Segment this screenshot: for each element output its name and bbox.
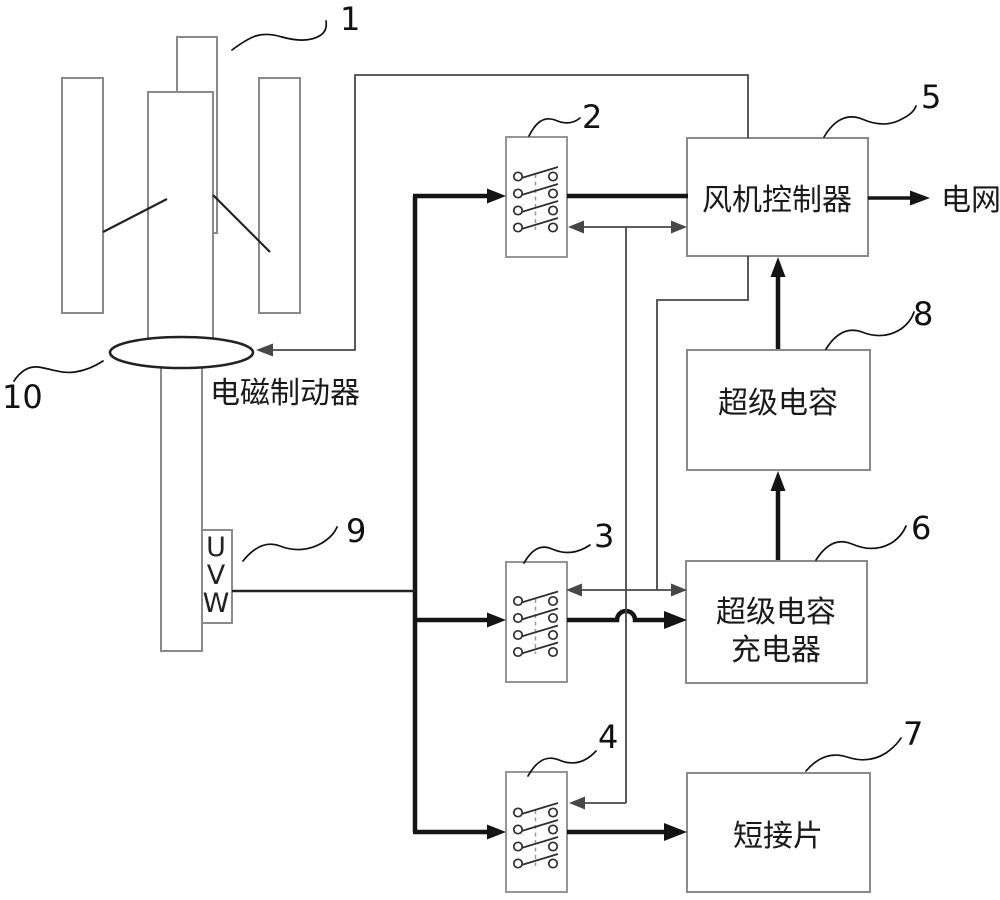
switch-2-contacts [512, 166, 559, 233]
arrowhead-into-switch3 [487, 612, 506, 628]
arrowhead-into-switch4-right [569, 796, 585, 810]
supercap-charger-label-line1: 超级电容 [716, 595, 836, 630]
terminal-u-label: U [206, 532, 226, 563]
leader-1 [231, 20, 328, 51]
supercap-charger-label-line2: 充电器 [731, 633, 821, 668]
switch3-to-charger-line-with-hop [567, 608, 665, 623]
turbine-blade-left [61, 77, 104, 314]
terminal-w-label: W [203, 588, 230, 619]
controller-bottom-control-line [656, 256, 749, 590]
leader-7 [805, 737, 902, 772]
arrowhead-into-switch3-right [566, 583, 582, 597]
switch-3-contacts [512, 590, 559, 658]
supercap-charger-box [685, 560, 868, 684]
leader-3 [523, 544, 591, 564]
ref-label-8: 8 [913, 295, 933, 333]
switch-2 [505, 136, 568, 258]
arrowhead-to-grid [910, 190, 930, 206]
arrowhead-into-controller-left [671, 220, 687, 234]
uvw-box [201, 529, 233, 624]
ref-label-5: 5 [921, 78, 941, 116]
supercapacitor-box [686, 349, 871, 471]
leader-10 [13, 360, 104, 382]
leader-6 [815, 525, 907, 561]
turbine-mast [147, 91, 214, 345]
arrowhead-into-shorting-strip [664, 823, 687, 841]
arrowhead-into-switch2-right [568, 220, 584, 234]
brake-disc-ellipse [108, 335, 255, 370]
ref-label-6: 6 [911, 509, 931, 547]
leader-5 [823, 105, 917, 138]
turbine-blade-right [258, 77, 301, 314]
ref-label-1: 1 [340, 0, 360, 38]
control-lines [256, 74, 749, 810]
arrowhead-into-switch4 [487, 824, 506, 840]
arrowhead-into-charger [664, 611, 687, 629]
fan-controller: 风机控制器 [686, 137, 869, 257]
terminal-v-label: V [207, 560, 226, 591]
shorting-strip-box [686, 772, 871, 893]
switch-4 [505, 771, 568, 893]
controller-to-brake-line [272, 74, 749, 351]
power-lines [232, 188, 930, 841]
ref-labels: 1 2 3 4 5 6 7 8 9 10 [2, 0, 941, 756]
wind-turbine [61, 36, 301, 345]
shorting-strip: 短接片 [686, 772, 871, 893]
arrowhead-into-switch2 [487, 188, 506, 204]
switch-3-box [505, 561, 568, 683]
supercapacitor-label: 超级电容 [718, 386, 838, 421]
grid-label: 电网 [941, 183, 1000, 218]
arrowhead-into-charger-left [671, 583, 687, 597]
supercapacitor: 超级电容 [686, 349, 871, 471]
turbine-shaft [160, 361, 203, 652]
leader-9 [242, 526, 338, 562]
shorting-strip-label: 短接片 [733, 819, 823, 854]
fan-controller-box [686, 137, 869, 257]
leader-8 [825, 311, 915, 350]
turbine-strut-right [212, 194, 271, 253]
ref-label-3: 3 [594, 517, 614, 555]
fan-controller-label: 风机控制器 [702, 183, 852, 218]
switch-3 [505, 561, 568, 683]
ref-label-2: 2 [582, 98, 602, 136]
ref-label-9: 9 [346, 512, 366, 550]
ref-label-7: 7 [903, 715, 923, 753]
leader-4 [527, 750, 597, 777]
arrowhead-into-supercap-bottom [770, 471, 786, 491]
ref-label-4: 4 [598, 718, 618, 756]
leader-lines [13, 20, 917, 777]
brake-label: 电磁制动器 [210, 376, 360, 411]
ref-label-10: 10 [2, 378, 43, 416]
turbine-strut-left [102, 198, 168, 233]
arrowhead-into-controller-bottom [770, 257, 786, 277]
switch-4-contacts [512, 802, 559, 869]
leader-2 [528, 117, 581, 137]
supercap-charger: 超级电容 充电器 [685, 560, 868, 684]
generator-terminal-box: U V W [201, 529, 233, 624]
arrowhead-into-brake [256, 343, 273, 357]
